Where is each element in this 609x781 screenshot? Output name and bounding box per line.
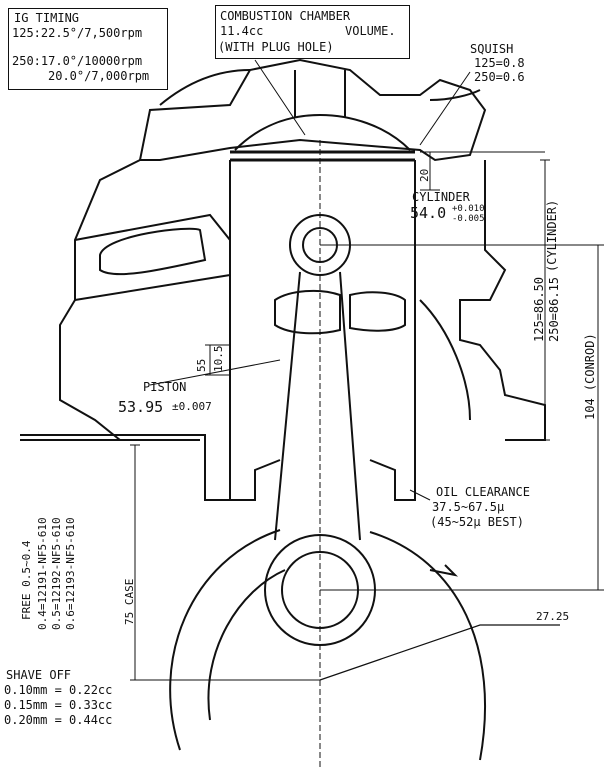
combustion-chamber-box: [215, 5, 410, 59]
transfer-port-right: [349, 291, 406, 332]
cylinder-tol-minus: -0.005: [452, 214, 485, 224]
combustion-volume-value: 11.4cc: [220, 24, 264, 38]
crank-wheel: [169, 529, 487, 761]
ig-timing-title: IG TIMING: [14, 11, 80, 25]
cylinder-vertical-label: (CYLINDER): [545, 199, 559, 272]
cyl-height-125: 125=86.50: [532, 276, 546, 342]
crank-wheel-inner: [207, 569, 286, 721]
shave-off-020: 0.20mm = 0.44cc: [4, 713, 113, 727]
spark-plug-hole: [294, 70, 346, 118]
oil-clearance-best: (45~52µ BEST): [430, 515, 524, 529]
piston-leader: [149, 359, 281, 386]
cylinder-title: CYLINDER: [412, 190, 470, 204]
combustion-leader: [254, 59, 306, 136]
ig-timing-box: [8, 8, 168, 90]
cylinder-tol-plus: +0.010: [452, 204, 485, 214]
free-04: 0.4=12191-NF5-610: [36, 517, 49, 630]
intake-port: [74, 213, 231, 301]
radius-line: [319, 624, 560, 681]
piston-title: PISTON: [143, 380, 187, 394]
ig-timing-250-b: 20.0°/7,000rpm: [48, 69, 150, 83]
dim-case: [130, 444, 140, 681]
oil-clearance-range: 37.5~67.5µ: [432, 500, 505, 514]
shave-off-010: 0.10mm = 0.22cc: [4, 683, 113, 697]
cylinder-head-outline: [138, 58, 487, 162]
port-inner: [99, 227, 207, 276]
cylinder-wall-left: [229, 160, 281, 501]
shave-off-015: 0.15mm = 0.33cc: [4, 698, 113, 712]
combustion-plug-note: (WITH PLUG HOLE): [218, 40, 334, 54]
dim-top-20: [420, 151, 545, 191]
squish-250: 250=0.6: [474, 70, 525, 84]
oil-clearance-title: OIL CLEARANCE: [436, 485, 530, 499]
piston-tolerance: ±0.007: [172, 400, 212, 413]
dim-55: [205, 344, 230, 376]
squish-leader: [419, 71, 471, 146]
case-label: 75 CASE: [123, 578, 136, 625]
cyl-height-250: 250=86.15: [547, 276, 561, 342]
piston-crown: [230, 150, 415, 162]
shave-off-title: SHAVE OFF: [6, 668, 72, 682]
piston-diameter: 53.95: [118, 398, 164, 416]
combustion-volume-label: VOLUME.: [345, 24, 396, 38]
crankcase-line: [20, 434, 230, 501]
dim-top-20-label: 20: [418, 168, 431, 182]
ig-timing-250-a: 250:17.0°/10000rpm: [12, 54, 143, 68]
cylinder-wall-right: [369, 160, 416, 501]
combustion-dome: [234, 113, 411, 151]
connecting-rod: [274, 271, 361, 541]
free-05: 0.5=12192-NF5-610: [50, 517, 63, 630]
transfer-port-left: [274, 289, 341, 335]
dim-55-label: 55: [195, 358, 208, 372]
cylinder-bore-value: 54.0: [410, 204, 447, 222]
free-06: 0.6=12193-NF5-610: [64, 517, 77, 630]
dim-conrod: [592, 244, 604, 591]
conrod-length: 104 (CONROD): [583, 333, 597, 420]
head-bumps: [159, 69, 481, 106]
ig-timing-125: 125:22.5°/7,500rpm: [12, 26, 143, 40]
radius-label: 27.25: [536, 610, 570, 623]
block-left: [59, 159, 141, 441]
free-title: FREE 0.5~0.4: [20, 540, 33, 620]
dim-105-label: 10.5: [212, 345, 225, 373]
rotation-arrow: [429, 564, 459, 577]
dim-cyl-height: [540, 159, 550, 441]
exhaust-curve: [419, 299, 471, 421]
oil-leader: [409, 489, 431, 501]
squish-125: 125=0.8: [474, 56, 525, 70]
combustion-title: COMBUSTION CHAMBER: [220, 9, 351, 23]
squish-title: SQUISH: [470, 42, 514, 56]
